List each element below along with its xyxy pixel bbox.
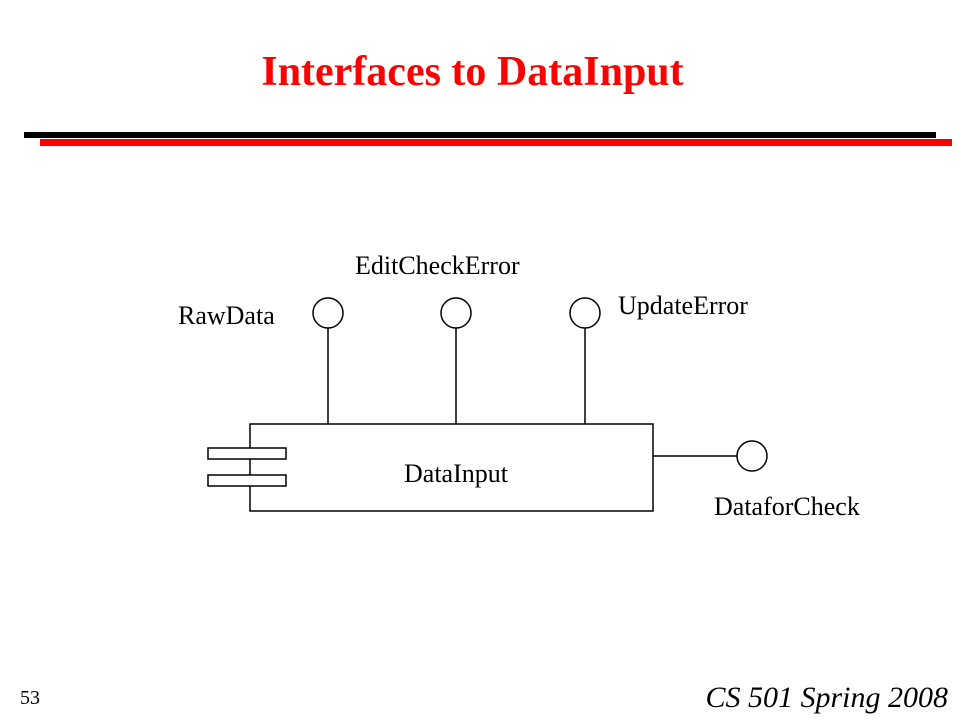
interface-updateerror: UpdateError (569, 291, 748, 424)
component-label: DataInput (404, 459, 509, 488)
interface-label-updateerror: UpdateError (618, 291, 748, 320)
footer-course-label: CS 501 Spring 2008 (705, 681, 948, 714)
interface-dataforcheck: DataforCheck (653, 440, 860, 521)
interface-lollipop (312, 297, 344, 329)
slide-number: 53 (20, 687, 40, 709)
interface-editcheckerror: EditCheckError (355, 251, 520, 424)
slide-title: Interfaces to DataInput (261, 49, 684, 95)
title-rule-red (40, 139, 952, 146)
interface-lollipop (736, 440, 768, 472)
component-body (249, 423, 654, 512)
datainput-component: DataInput (207, 423, 654, 512)
interface-label-dataforcheck: DataforCheck (714, 492, 860, 521)
interface-lollipop (569, 297, 601, 329)
component-port-bottom (207, 474, 287, 487)
interface-lollipop (440, 297, 472, 329)
component-port-top (207, 447, 287, 460)
interface-rawdata: RawData (178, 297, 344, 424)
interface-label-rawdata: RawData (178, 301, 275, 330)
title-rule-black (24, 132, 936, 138)
interface-label-editcheckerror: EditCheckError (355, 251, 520, 280)
